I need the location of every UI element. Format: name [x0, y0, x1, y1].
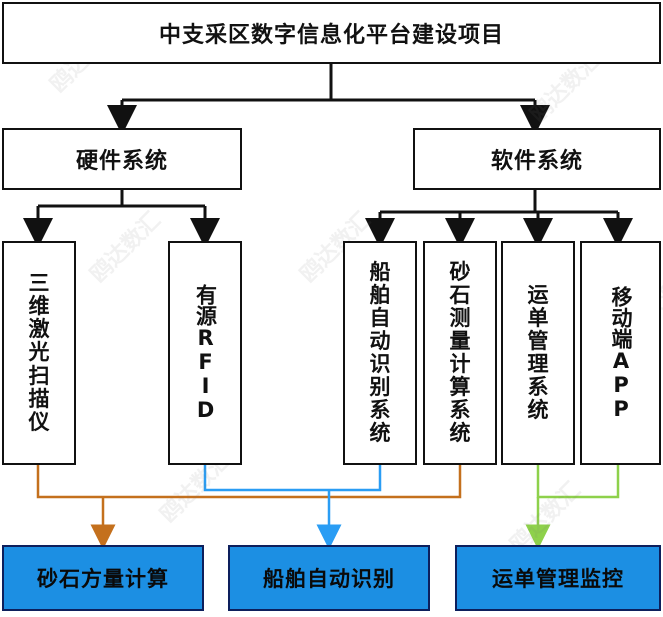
hardware-item-laser-scanner: 三维激光扫描仪	[2, 241, 76, 465]
orange-connectors	[36, 465, 462, 550]
hardware-item-rfid: 有源RFID	[168, 241, 242, 465]
hardware-item-label: 有源RFID	[193, 284, 218, 422]
hardware-item-label: 三维激光扫描仪	[28, 271, 50, 434]
software-item-label: 船舶自动识别系统	[369, 259, 391, 446]
software-item-label: 移动端APP	[609, 285, 634, 421]
software-item-mobile-app: 移动端APP	[580, 241, 661, 465]
hardware-system-box: 硬件系统	[2, 128, 242, 190]
software-item-ship-recognition: 船舶自动识别系统	[343, 241, 417, 465]
output-label: 运单管理监控	[492, 567, 624, 591]
software-system-label: 软件系统	[490, 149, 583, 174]
project-title: 中支采区数字信息化平台建设项目	[2, 2, 661, 64]
software-item-label: 运单管理系统	[527, 282, 549, 423]
project-title-text: 中支采区数字信息化平台建设项目	[158, 23, 504, 48]
green-connectors	[525, 465, 620, 550]
title-connectors	[23, 64, 633, 248]
software-system-box: 软件系统	[413, 128, 661, 190]
software-item-label: 砂石测量计算系统	[449, 259, 471, 446]
output-label: 砂石方量计算	[37, 567, 169, 591]
blue-connectors	[203, 465, 382, 550]
software-item-waybill-management: 运单管理系统	[501, 241, 575, 465]
software-item-sand-measurement: 砂石测量计算系统	[423, 241, 497, 465]
output-waybill-monitoring: 运单管理监控	[455, 545, 661, 611]
output-label: 船舶自动识别	[263, 567, 395, 591]
output-sand-volume-calculation: 砂石方量计算	[2, 545, 204, 611]
output-ship-recognition: 船舶自动识别	[228, 545, 430, 611]
hardware-system-label: 硬件系统	[75, 149, 168, 174]
